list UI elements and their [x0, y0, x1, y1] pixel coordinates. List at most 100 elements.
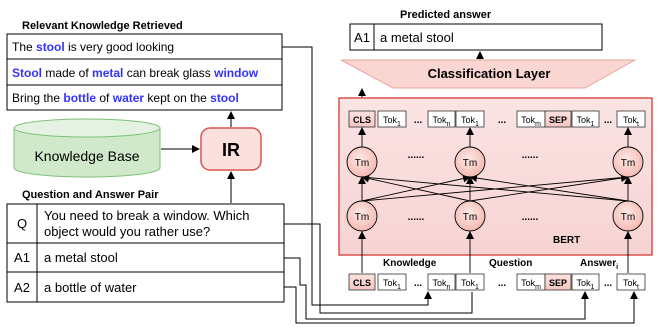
token-box: [377, 110, 407, 128]
classification-layer-label: Classification Layer: [428, 66, 551, 81]
segment-question-label: Question: [489, 258, 532, 269]
highlighted-word: Stool: [12, 66, 42, 80]
layer-ellipsis: ......: [522, 212, 539, 223]
transformer-node: [346, 200, 378, 232]
token-label-tok1: Tok1: [461, 115, 479, 128]
token-label-cls: CLS: [353, 278, 371, 288]
token-box: [571, 273, 600, 291]
highlighted-word: bottle: [63, 91, 96, 105]
transformer-node-label: Tm: [355, 212, 369, 223]
transformer-node-label: Tm: [463, 212, 477, 223]
sentence-text: The: [12, 40, 36, 54]
token-label-tokm: Tokm: [521, 115, 541, 128]
token-box: [616, 273, 646, 291]
token-box: [377, 273, 407, 291]
token-label-cls: CLS: [353, 115, 371, 125]
layer-ellipsis: ......: [522, 150, 539, 161]
transformer-node-label: Tm: [463, 158, 477, 169]
token-label-tok1: Tok1: [383, 115, 401, 128]
sentence-text: made of: [42, 66, 92, 80]
transformer-node: [454, 146, 486, 178]
token-label-tok1: Tok1: [461, 278, 479, 291]
bert-label: BERT: [553, 235, 580, 246]
highlighted-word: metal: [92, 66, 123, 80]
bert-output-token-row: CLS Tok1... Tokn Tok1... Tokm SEP Tok1... Tokt: [348, 110, 646, 128]
input-routing-lines: [282, 46, 638, 324]
qa-tag-a1: A1: [14, 250, 30, 265]
segment-answer-label: Answeri: [580, 258, 618, 271]
transformer-node: [346, 146, 378, 178]
token-ellipsis: ...: [498, 115, 507, 126]
token-label-tokn: Tokn: [433, 278, 451, 291]
retrieved-sentence-3: Bring the bottle of water kept on the st…: [12, 91, 239, 105]
classification-layer: [340, 59, 637, 89]
token-label-tokt: Tokt: [623, 278, 639, 291]
retrieved-box: [6, 33, 283, 111]
token-ellipsis: ...: [414, 115, 423, 126]
qa-answer-1: a metal stool: [44, 250, 118, 265]
token-box: [544, 110, 572, 128]
token-label-sep: SEP: [549, 278, 567, 288]
sentence-text: is very good looking: [65, 40, 174, 54]
token-box: [544, 273, 572, 291]
token-label-tok1: Tok1: [577, 278, 595, 291]
segment-knowledge-label: Knowledge: [383, 258, 437, 269]
qa-question-line-2: object would you rather use?: [44, 224, 210, 239]
qa-title: Question and Answer Pair: [22, 189, 159, 201]
qa-tag-q: Q: [17, 216, 27, 231]
highlighted-word: stool: [210, 91, 239, 105]
token-label-sep: SEP: [549, 115, 567, 125]
retrieved-sentence-2: Stool made of metal can break glass wind…: [12, 66, 259, 80]
highlighted-word: stool: [36, 40, 65, 54]
token-label-tokt: Tokt: [623, 115, 639, 128]
sentence-text: Bring the: [12, 91, 63, 105]
sentence-text: of: [96, 91, 113, 105]
token-box: [455, 273, 485, 291]
ir-box: [200, 127, 262, 171]
layer-connection: [469, 174, 629, 202]
transformer-node: [612, 200, 644, 232]
token-box: [427, 110, 456, 128]
highlighted-word: water: [112, 91, 145, 105]
token-ellipsis: ...: [604, 278, 613, 289]
transformer-node-label: Tm: [621, 212, 635, 223]
predicted-value: a metal stool: [380, 30, 454, 45]
transformer-node-label: Tm: [621, 158, 635, 169]
sentence-text: kept on the: [144, 91, 210, 105]
transformer-node-label: Tm: [355, 158, 369, 169]
qa-tag-a2: A2: [14, 280, 30, 295]
layer-ellipsis: ......: [408, 150, 425, 161]
predicted-tag: A1: [354, 30, 370, 45]
transformer-node: [454, 200, 486, 232]
knowledge-base-label: Knowledge Base: [34, 148, 139, 164]
token-label-tok1: Tok1: [383, 278, 401, 291]
token-label-tokm: Tokm: [521, 278, 541, 291]
transformer-node: [612, 146, 644, 178]
token-ellipsis: ...: [414, 278, 423, 289]
knowledge-base-cylinder: [13, 118, 161, 178]
token-box: [571, 110, 600, 128]
highlighted-word: window: [213, 66, 259, 80]
token-label-tok1: Tok1: [577, 115, 595, 128]
layer-ellipsis: ......: [408, 212, 425, 223]
layer-connection: [361, 173, 629, 202]
ir-label: IR: [222, 140, 240, 160]
sentence-text: can break glass: [123, 66, 214, 80]
layer-connection: [361, 174, 471, 202]
predicted-box: [349, 23, 603, 51]
qa-box: [6, 203, 285, 303]
bert-input-token-row: CLS Tok1... Tokn Tok1... Tokm SEP Tok1... Tokt: [348, 273, 646, 291]
token-box: [427, 273, 456, 291]
retrieved-sentence-1: The stool is very good looking: [12, 40, 174, 54]
token-ellipsis: ...: [498, 278, 507, 289]
token-label-tokn: Tokn: [433, 115, 451, 128]
qa-answer-2: a bottle of water: [44, 280, 137, 295]
qa-question-line-1: You need to break a window. Which: [44, 208, 250, 223]
token-box: [348, 273, 376, 291]
predicted-title: Predicted answer: [400, 9, 492, 21]
token-ellipsis: ...: [604, 115, 613, 126]
retrieved-title: Relevant Knowledge Retrieved: [22, 20, 183, 32]
